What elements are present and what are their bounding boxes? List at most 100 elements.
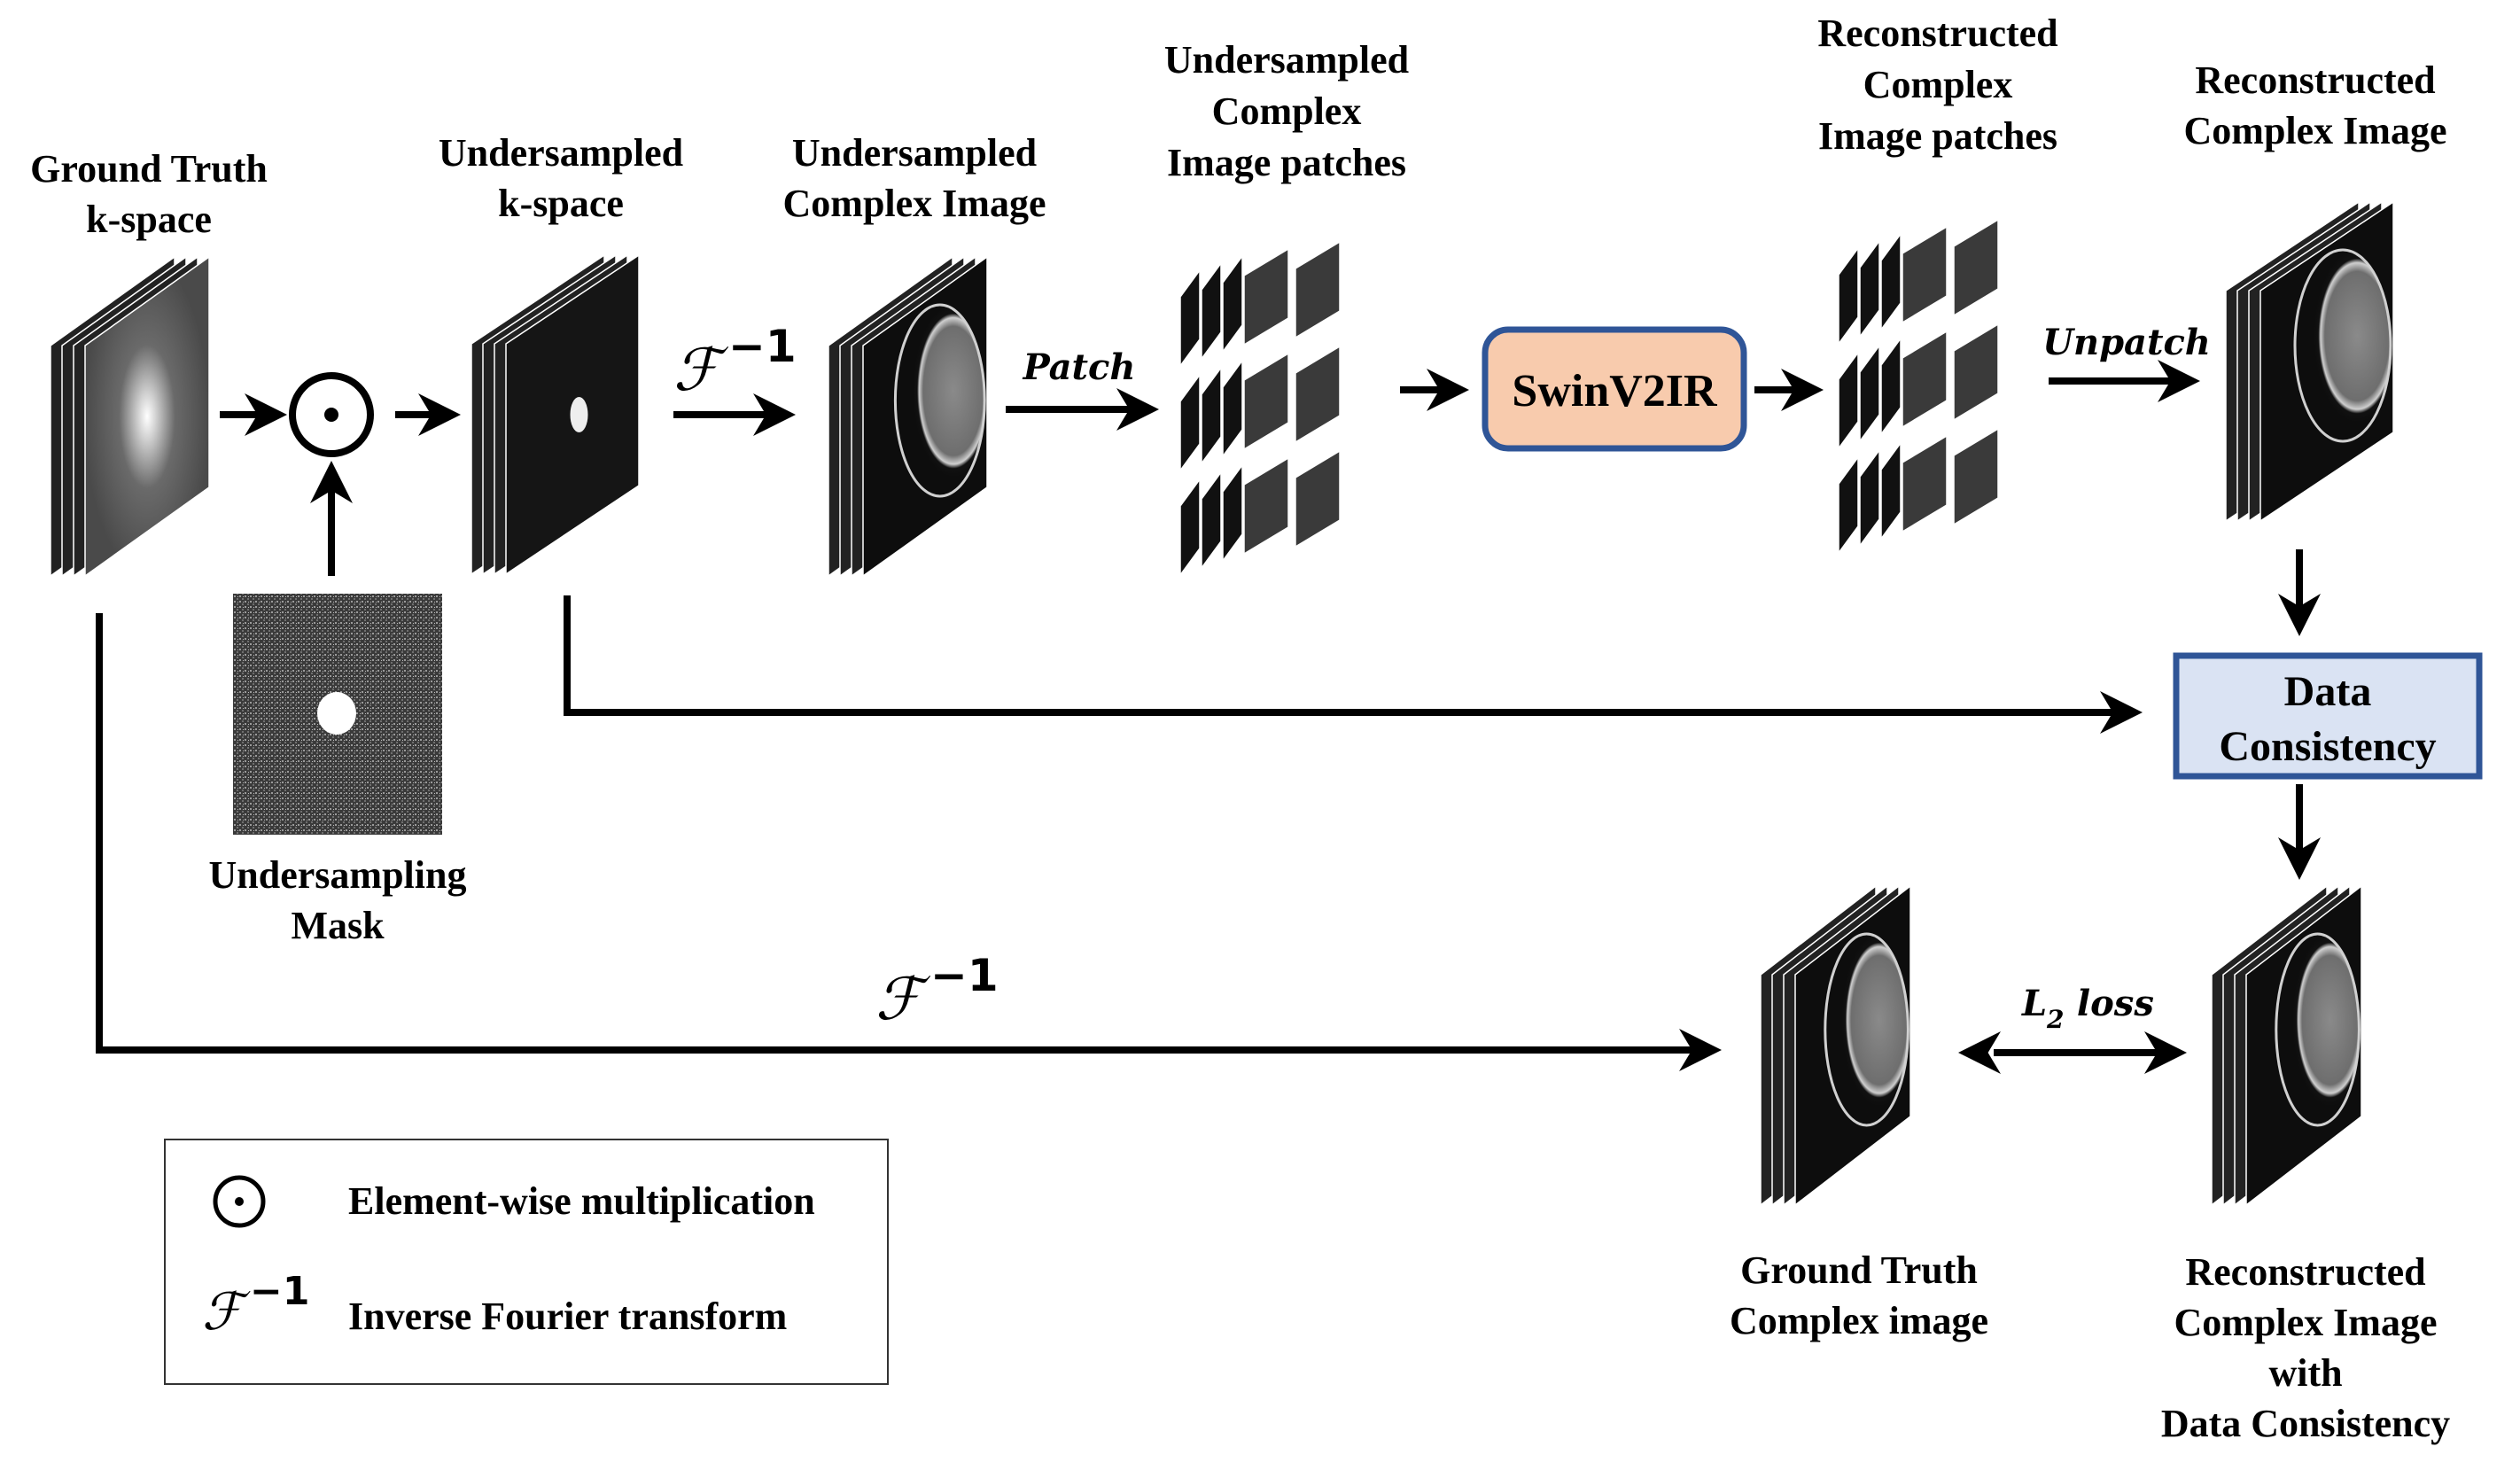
patch-tile <box>1838 245 1859 346</box>
patch-tile <box>1880 336 1902 437</box>
rec-image-stack <box>2225 200 2394 523</box>
svg-text:k-space: k-space <box>86 198 212 241</box>
svg-text:Complex: Complex <box>1863 63 2013 106</box>
brain-slice <box>2293 248 2392 443</box>
svg-text:2: 2 <box>2046 1005 2064 1034</box>
undersampling-mask-image <box>233 594 442 835</box>
swinv2ir-block: SwinV2IR <box>1482 326 1747 452</box>
svg-text:Image patches: Image patches <box>1167 141 1406 184</box>
patch-tile <box>1859 238 1880 339</box>
rec-dc-image-stack <box>2211 884 2362 1207</box>
svg-text:with: with <box>2268 1351 2342 1395</box>
stack-frame <box>84 255 210 578</box>
patch-tile <box>1222 253 1243 354</box>
patch-tile <box>1243 352 1289 451</box>
patch-tile <box>1222 463 1243 564</box>
patch-tile <box>1201 261 1222 362</box>
patch-tile <box>1243 456 1289 556</box>
patch-tile <box>1295 345 1341 444</box>
brain-slice <box>2275 932 2361 1127</box>
patch-tile <box>1295 449 1341 548</box>
us-patches-grid <box>1179 240 1341 578</box>
patch-tile <box>1201 470 1222 571</box>
svg-text:Data: Data <box>2284 668 2372 715</box>
kspace-center <box>570 397 588 432</box>
svg-text:ℱ: ℱ <box>673 336 729 404</box>
legend: Element-wise multiplication ℱ −1 Inverse… <box>164 1139 889 1385</box>
rec-patches-grid <box>1838 218 1999 556</box>
gt-image-title: Ground Truth Complex image <box>1730 1248 1988 1342</box>
gt-kspace-stack <box>50 255 210 578</box>
svg-text:Undersampled: Undersampled <box>1164 38 1409 82</box>
svg-text:Consistency: Consistency <box>2219 723 2436 770</box>
multiply-operator <box>289 372 374 457</box>
svg-text:Ground Truth: Ground Truth <box>1740 1248 1978 1292</box>
svg-text:−1: −1 <box>930 950 999 1001</box>
svg-text:Image patches: Image patches <box>1818 114 2057 158</box>
svg-text:Reconstructed: Reconstructed <box>2185 1250 2425 1294</box>
svg-text:Inverse Fourier transform: Inverse Fourier transform <box>348 1295 787 1338</box>
us-kspace-stack <box>471 253 640 576</box>
rec-dc-image-title: Reconstructed Complex Image with Data Co… <box>2161 1250 2450 1445</box>
patch-tile <box>1902 434 1948 533</box>
svg-text:Ground Truth: Ground Truth <box>30 147 268 191</box>
gt-kspace-title: Ground Truth k-space <box>30 147 268 241</box>
svg-text:ℱ: ℱ <box>875 965 931 1033</box>
svg-text:Data Consistency: Data Consistency <box>2161 1402 2450 1445</box>
svg-text:−1: −1 <box>728 321 797 372</box>
patch-tile <box>1859 343 1880 444</box>
patch-tile <box>1902 330 1948 429</box>
svg-text:Complex Image: Complex Image <box>2174 1301 2438 1344</box>
svg-text:Mask: Mask <box>291 904 385 947</box>
arrow-ifft-bottom <box>96 613 1722 1071</box>
mask-title: Undersampling Mask <box>209 853 467 947</box>
us-kspace-title: Undersampled k-space <box>439 131 683 225</box>
svg-text:Complex: Complex <box>1212 89 1362 133</box>
patch-tile <box>1243 247 1289 346</box>
us-patches-title: Undersampled Complex Image patches <box>1164 38 1409 184</box>
patch-tile <box>1295 240 1341 339</box>
patch-tile <box>1201 365 1222 466</box>
svg-text:SwinV2IR: SwinV2IR <box>1512 366 1718 416</box>
patch-tile <box>1953 323 1999 422</box>
svg-text:loss: loss <box>2065 983 2154 1024</box>
gt-image-stack <box>1760 884 1911 1207</box>
patch-tile <box>1222 358 1243 459</box>
patch-tile <box>1902 225 1948 324</box>
brain-slice <box>893 303 986 498</box>
svg-text:Complex Image: Complex Image <box>783 182 1046 225</box>
patch-tile <box>1953 218 1999 317</box>
patch-tile <box>1880 440 1902 541</box>
rec-patches-title: Reconstructed Complex Image patches <box>1817 12 2057 158</box>
svg-text:Undersampling: Undersampling <box>209 853 467 897</box>
patch-tile <box>1838 350 1859 451</box>
patch-tile <box>1859 447 1880 548</box>
unpatch-label: Unpatch <box>2042 322 2211 363</box>
svg-text:Complex image: Complex image <box>1730 1299 1988 1342</box>
svg-text:k-space: k-space <box>498 182 624 225</box>
svg-text:Undersampled: Undersampled <box>439 131 683 175</box>
patch-tile <box>1953 427 1999 526</box>
svg-text:L: L <box>2021 983 2047 1024</box>
ifft-bottom-label: ℱ −1 <box>875 950 999 1033</box>
svg-text:Element-wise multiplication: Element-wise multiplication <box>348 1179 815 1223</box>
patch-tile <box>1880 231 1902 332</box>
svg-text:−1: −1 <box>250 1269 309 1314</box>
arrow-us-kspace-to-dc <box>564 595 2143 734</box>
svg-text:Undersampled: Undersampled <box>792 131 1037 175</box>
patch-tile <box>1838 455 1859 556</box>
rec-image-title: Reconstructed Complex Image <box>2184 58 2447 152</box>
patch-label: Patch <box>1023 346 1136 388</box>
svg-text:Reconstructed: Reconstructed <box>2195 58 2435 102</box>
l2-loss-label: L 2 loss <box>2021 983 2154 1034</box>
legend-item-multiply: Element-wise multiplication <box>213 1175 815 1228</box>
patch-tile <box>1179 372 1201 473</box>
patch-tile <box>1179 268 1201 369</box>
svg-text:Complex Image: Complex Image <box>2184 109 2447 152</box>
svg-text:Reconstructed: Reconstructed <box>1817 12 2057 55</box>
data-consistency-block: Data Consistency <box>2173 652 2483 780</box>
patch-tile <box>1179 477 1201 578</box>
ifft-top-label: ℱ −1 <box>673 321 797 404</box>
us-image-title: Undersampled Complex Image <box>783 131 1046 225</box>
